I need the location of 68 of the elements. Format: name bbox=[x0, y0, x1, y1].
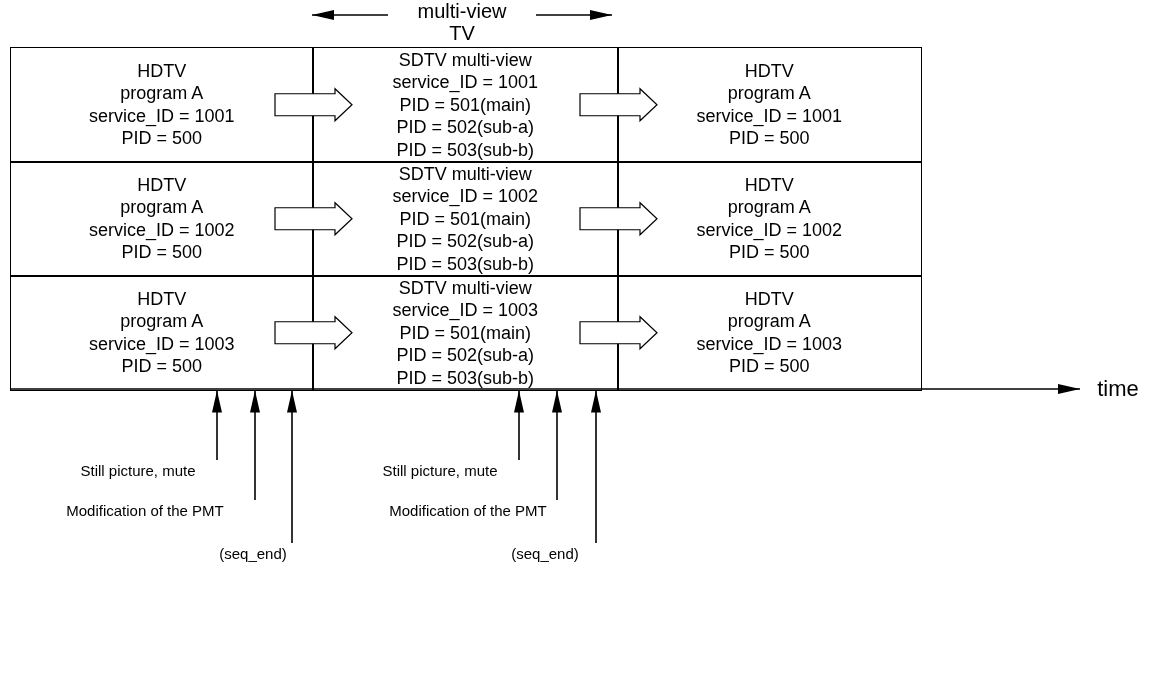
timeline-cell bbox=[617, 47, 922, 163]
cell-text: service_ID = 1001 bbox=[696, 104, 843, 128]
cell-text: PID = 503(sub-b) bbox=[396, 252, 535, 275]
cell-text: service_ID = 1002 bbox=[88, 218, 235, 242]
cell-text: service_ID = 1003 bbox=[88, 332, 235, 356]
cell-text: PID = 501(main) bbox=[399, 321, 532, 344]
timeline-cell bbox=[617, 275, 922, 391]
block-arrow bbox=[274, 87, 353, 123]
cell-text: program A bbox=[727, 82, 811, 105]
event-note: Modification of the PMT bbox=[389, 502, 547, 520]
block-arrow bbox=[274, 315, 353, 351]
cell-text: SDTV multi-view bbox=[398, 276, 532, 299]
cell-text: service_ID = 1002 bbox=[696, 218, 843, 242]
cell-text: PID = 500 bbox=[121, 355, 203, 378]
cell-text: PID = 503(sub-b) bbox=[396, 138, 535, 161]
cell-text: program A bbox=[727, 196, 811, 219]
cell-text: program A bbox=[120, 82, 204, 105]
event-arrow bbox=[212, 389, 222, 461]
event-arrow bbox=[250, 389, 260, 501]
cell-text: service_ID = 1002 bbox=[392, 185, 539, 208]
cell-text: PID = 502(sub-a) bbox=[396, 344, 535, 367]
event-arrow bbox=[287, 389, 297, 544]
cell-text: PID = 501(main) bbox=[399, 207, 532, 230]
block-arrow bbox=[579, 201, 658, 237]
timeline-cell bbox=[10, 161, 314, 277]
event-arrow bbox=[514, 389, 524, 461]
cell-text: HDTV bbox=[137, 173, 187, 197]
cell-text: PID = 502(sub-a) bbox=[396, 116, 535, 139]
cell-text: PID = 500 bbox=[121, 241, 203, 264]
timeline-cell bbox=[10, 275, 314, 391]
cell-text: HDTV bbox=[744, 59, 794, 83]
cell-text: PID = 500 bbox=[728, 355, 810, 378]
cell-text: PID = 503(sub-b) bbox=[396, 366, 535, 389]
event-note: Still picture, mute bbox=[382, 462, 498, 480]
cell-text: program A bbox=[120, 310, 204, 333]
cell-text: HDTV bbox=[137, 59, 187, 83]
event-note: Still picture, mute bbox=[80, 462, 196, 480]
timeline-cell bbox=[312, 275, 619, 391]
cell-text: service_ID = 1001 bbox=[88, 104, 235, 128]
cell-text: HDTV bbox=[744, 287, 794, 311]
cell-text: PID = 500 bbox=[728, 127, 810, 150]
event-note: Modification of the PMT bbox=[66, 502, 224, 520]
event-arrow bbox=[591, 389, 601, 544]
cell-text: program A bbox=[120, 196, 204, 219]
timeline-cell bbox=[10, 47, 314, 163]
cell-text: program A bbox=[727, 310, 811, 333]
cell-text: service_ID = 1001 bbox=[392, 71, 539, 94]
cell-text: SDTV multi-view bbox=[398, 162, 532, 185]
event-note: (seq_end) bbox=[511, 545, 579, 563]
cell-text: PID = 500 bbox=[728, 241, 810, 264]
cell-text: HDTV bbox=[137, 287, 187, 311]
cell-text: service_ID = 1003 bbox=[696, 332, 843, 356]
event-arrow bbox=[552, 389, 562, 501]
timeline-cell bbox=[617, 161, 922, 277]
cell-text: HDTV bbox=[744, 173, 794, 197]
axis-label: time bbox=[1096, 376, 1140, 402]
period-label: multi-view TV bbox=[416, 0, 508, 44]
cell-text: PID = 501(main) bbox=[399, 93, 532, 116]
cell-text: PID = 502(sub-a) bbox=[396, 230, 535, 253]
block-arrow bbox=[579, 87, 658, 123]
timeline-cell bbox=[312, 47, 619, 163]
timeline-cell bbox=[312, 161, 619, 277]
block-arrow bbox=[274, 201, 353, 237]
block-arrow bbox=[579, 315, 658, 351]
event-note: (seq_end) bbox=[219, 545, 287, 563]
cell-text: SDTV multi-view bbox=[398, 48, 532, 71]
cell-text: PID = 500 bbox=[121, 127, 203, 150]
cell-text: service_ID = 1003 bbox=[392, 299, 539, 322]
